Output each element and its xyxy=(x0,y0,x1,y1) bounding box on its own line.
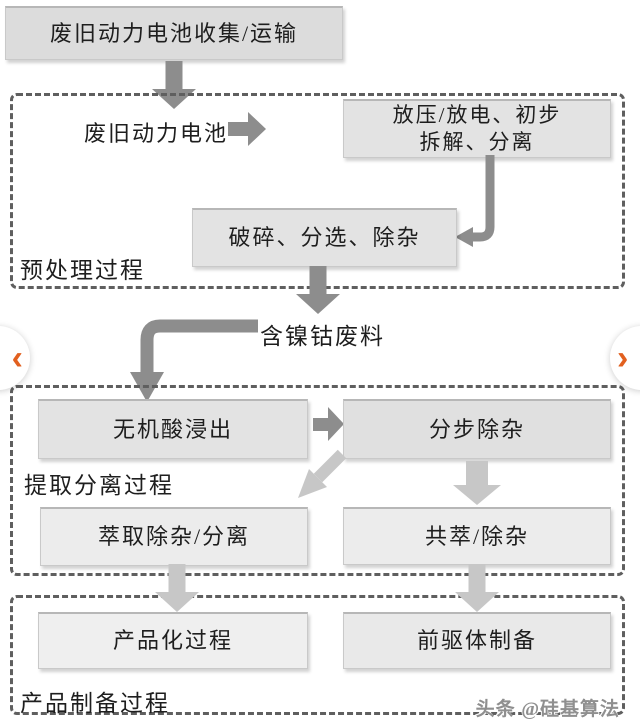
section-product-frame xyxy=(10,595,625,715)
section-label-pretreatment: 预处理过程 xyxy=(20,258,145,283)
arrow-stem xyxy=(313,418,328,431)
node-precursor-preparation: 前驱体制备 xyxy=(343,612,611,669)
arrow-stem xyxy=(309,266,327,294)
node-discharge-disassembly: 放压/放电、初步 拆解、分离 xyxy=(343,99,611,158)
arrow-stem xyxy=(228,122,248,136)
chevron-right-icon: › xyxy=(617,339,629,377)
node-label: 共萃/除杂 xyxy=(424,523,530,549)
arrow-stem xyxy=(468,564,486,592)
arrow-head xyxy=(328,407,344,441)
arrow-stem xyxy=(168,564,186,592)
node-productization: 产品化过程 xyxy=(38,612,308,669)
connector-discharge-to-crush xyxy=(455,155,495,247)
node-coextraction-removal: 共萃/除杂 xyxy=(343,507,611,565)
carousel-prev-button[interactable]: ‹ xyxy=(0,326,30,390)
arrow-down-extract-to-productization xyxy=(155,564,199,612)
arrow-down-stepwise-to-coextract xyxy=(453,461,501,505)
arrow-head xyxy=(453,485,501,505)
node-label: 无机酸浸出 xyxy=(112,416,233,442)
chevron-left-icon: ‹ xyxy=(11,339,23,377)
arrow-head xyxy=(296,294,340,314)
arrow-down-crush-to-waste xyxy=(296,266,340,314)
node-label: 废旧动力电池收集/运输 xyxy=(49,20,299,46)
section-label-product: 产品制备过程 xyxy=(20,691,170,716)
watermark-text: 头条 @硅基算法 xyxy=(475,699,620,720)
arrow-stem xyxy=(165,61,183,89)
text-nickel-cobalt-waste: 含镍钴废料 xyxy=(260,324,385,349)
arrow-head xyxy=(455,592,499,612)
node-label: 破碎、分选、除杂 xyxy=(228,225,421,250)
section-label-extraction: 提取分离过程 xyxy=(24,473,174,498)
node-collection-transport: 废旧动力电池收集/运输 xyxy=(5,6,343,60)
arrow-head xyxy=(248,112,266,146)
node-label: 前驱体制备 xyxy=(416,628,537,653)
section-extraction-frame xyxy=(10,385,625,576)
node-crush-sort: 破碎、分选、除杂 xyxy=(192,208,457,267)
arrow-right-battery-to-discharge xyxy=(228,112,266,146)
carousel-next-button[interactable]: › xyxy=(610,326,640,390)
node-acid-leaching: 无机酸浸出 xyxy=(38,399,308,459)
node-label: 分步除杂 xyxy=(428,416,525,442)
arrow-down-coextract-to-precursor xyxy=(455,564,499,612)
node-extraction-separation: 萃取除杂/分离 xyxy=(40,507,308,566)
node-stepwise-removal: 分步除杂 xyxy=(343,399,611,459)
text-waste-battery: 废旧动力电池 xyxy=(84,121,229,146)
line-2: 拆解、分离 xyxy=(419,130,535,154)
line-1: 放压/放电、初步 xyxy=(392,103,562,127)
arrow-stem xyxy=(466,461,488,485)
arrow-right-leach-to-stepwise xyxy=(313,407,344,443)
node-label: 放压/放电、初步 拆解、分离 xyxy=(393,102,562,156)
connector-leach-to-extract xyxy=(298,449,347,498)
node-label: 萃取除杂/分离 xyxy=(97,524,251,549)
arrow-head xyxy=(155,592,199,612)
node-label: 产品化过程 xyxy=(112,628,233,653)
